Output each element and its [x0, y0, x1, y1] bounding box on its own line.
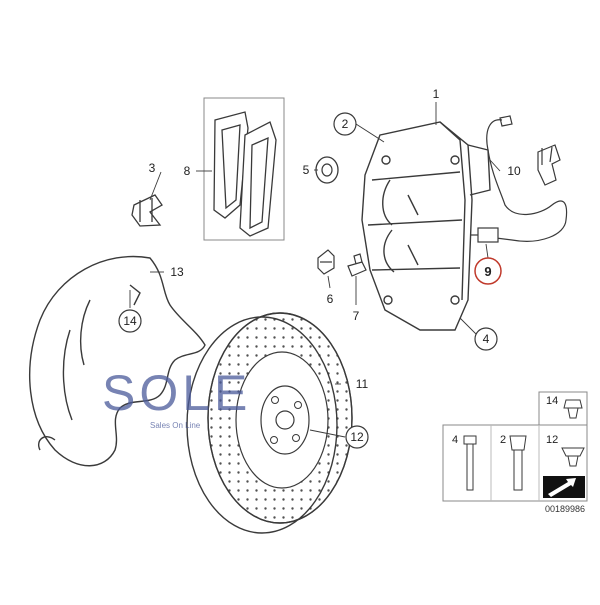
callout-10-label: 10 — [507, 164, 521, 178]
brake-pads-part — [203, 97, 285, 241]
legend-item-12: 12 — [546, 434, 585, 467]
callout-5-label: 5 — [303, 163, 310, 177]
dust-shield-part — [29, 255, 206, 467]
callout-13: 13 — [170, 265, 184, 279]
guide-pin-part — [347, 253, 367, 277]
callout-14-label: 14 — [123, 314, 137, 328]
legend-item-4: 4 — [452, 434, 477, 491]
callout-11: 11 — [356, 377, 369, 391]
sensor-clip-part — [537, 144, 561, 186]
callout-10: 10 — [507, 164, 521, 178]
callout-4: 4 — [474, 327, 498, 351]
callout-8: 8 — [184, 164, 191, 178]
legend-label-14: 14 — [546, 395, 558, 407]
sole-watermark-logo: SOLE Sales On Line — [102, 365, 251, 430]
callout-11-label: 11 — [356, 377, 369, 391]
callout-5: 5 — [303, 163, 310, 177]
legend-label-4: 4 — [452, 434, 458, 446]
callout-7-label: 7 — [353, 309, 360, 323]
callout-1: 1 — [433, 87, 440, 101]
seal-ring-part — [315, 156, 339, 184]
callout-13-label: 13 — [170, 265, 184, 279]
callout-9: 9 — [474, 257, 502, 285]
callout-8-label: 8 — [184, 164, 191, 178]
brake-caliper-part — [361, 121, 491, 331]
callout-4-label: 4 — [483, 332, 490, 346]
svg-text:SOLE: SOLE — [102, 365, 251, 421]
callout-2-label: 2 — [342, 117, 349, 131]
callout-7: 7 — [353, 309, 360, 323]
brake-wear-sensor-part — [470, 115, 568, 243]
callout-3-label: 3 — [149, 161, 156, 175]
arrow-box-icon — [543, 476, 585, 498]
legend-item-14: 14 — [546, 395, 583, 419]
callout-12-label: 12 — [350, 430, 364, 444]
reference-number: 00189986 — [545, 504, 585, 514]
leader-lines — [129, 102, 501, 438]
callout-12: 12 — [345, 425, 369, 449]
hardware-legend: 14 4 2 12 — [442, 391, 588, 502]
callout-6-label: 6 — [327, 292, 334, 306]
legend-label-2: 2 — [500, 434, 506, 446]
callout-2: 2 — [333, 112, 357, 136]
legend-item-2: 2 — [500, 434, 527, 491]
callout-14: 14 — [118, 309, 142, 333]
callout-6: 6 — [327, 292, 334, 306]
callout-9-label: 9 — [484, 264, 491, 279]
legend-label-12: 12 — [546, 434, 558, 446]
callout-3: 3 — [149, 161, 156, 175]
callout-1-label: 1 — [433, 87, 440, 101]
bleed-screw-part — [317, 249, 335, 275]
brake-disc-part — [186, 312, 353, 534]
anti-rattle-spring-part — [131, 194, 163, 227]
svg-text:Sales On Line: Sales On Line — [150, 421, 201, 430]
